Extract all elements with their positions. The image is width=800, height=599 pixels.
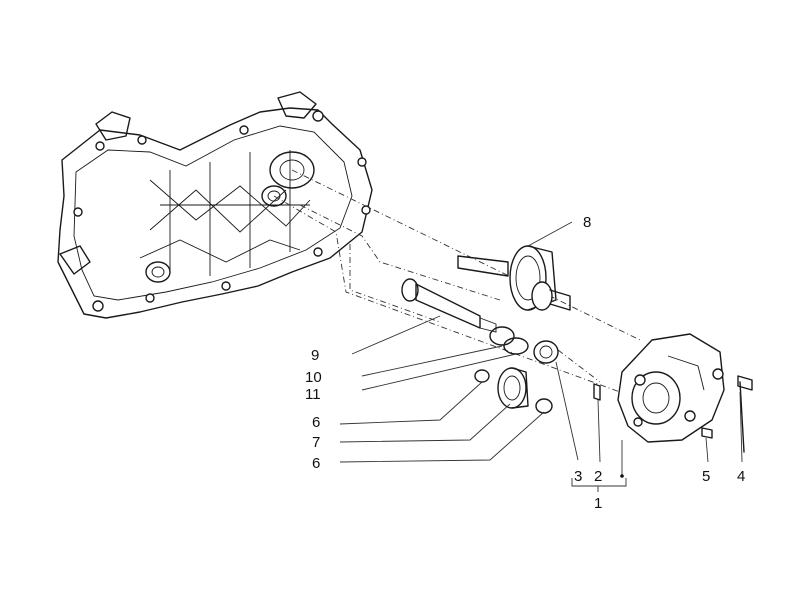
callout-6-lower: 6	[312, 455, 320, 472]
callouts: 8 9 10 11 6 7 6 3 2 1 5 4	[305, 214, 745, 512]
callout-3: 3	[574, 468, 582, 485]
part-2-3-pins	[593, 383, 601, 401]
callout-4: 4	[737, 468, 745, 485]
callout-7: 7	[312, 434, 320, 451]
part-5-bolt	[701, 427, 713, 439]
part-7-intermediate-gear	[497, 367, 529, 409]
crankcase-housing	[57, 91, 373, 319]
assembly-axes	[273, 169, 641, 393]
part-10-11-rings	[489, 326, 559, 364]
callout-11: 11	[305, 386, 321, 403]
callout-2: 2	[594, 468, 602, 485]
callout-8: 8	[583, 214, 591, 231]
part-6-bearings	[474, 369, 553, 414]
gearbox-cover	[617, 333, 725, 443]
callout-10: 10	[305, 369, 322, 386]
leader-dot	[620, 474, 624, 478]
callout-6-upper: 6	[312, 414, 320, 431]
callout-1: 1	[594, 495, 602, 512]
part-9-pinion-shaft	[401, 278, 497, 333]
part-8-main-shaft	[457, 245, 571, 311]
callout-5: 5	[702, 468, 710, 485]
callout-9: 9	[311, 347, 319, 364]
leader-lines	[339, 221, 743, 492]
part-4-bolt	[737, 375, 753, 453]
